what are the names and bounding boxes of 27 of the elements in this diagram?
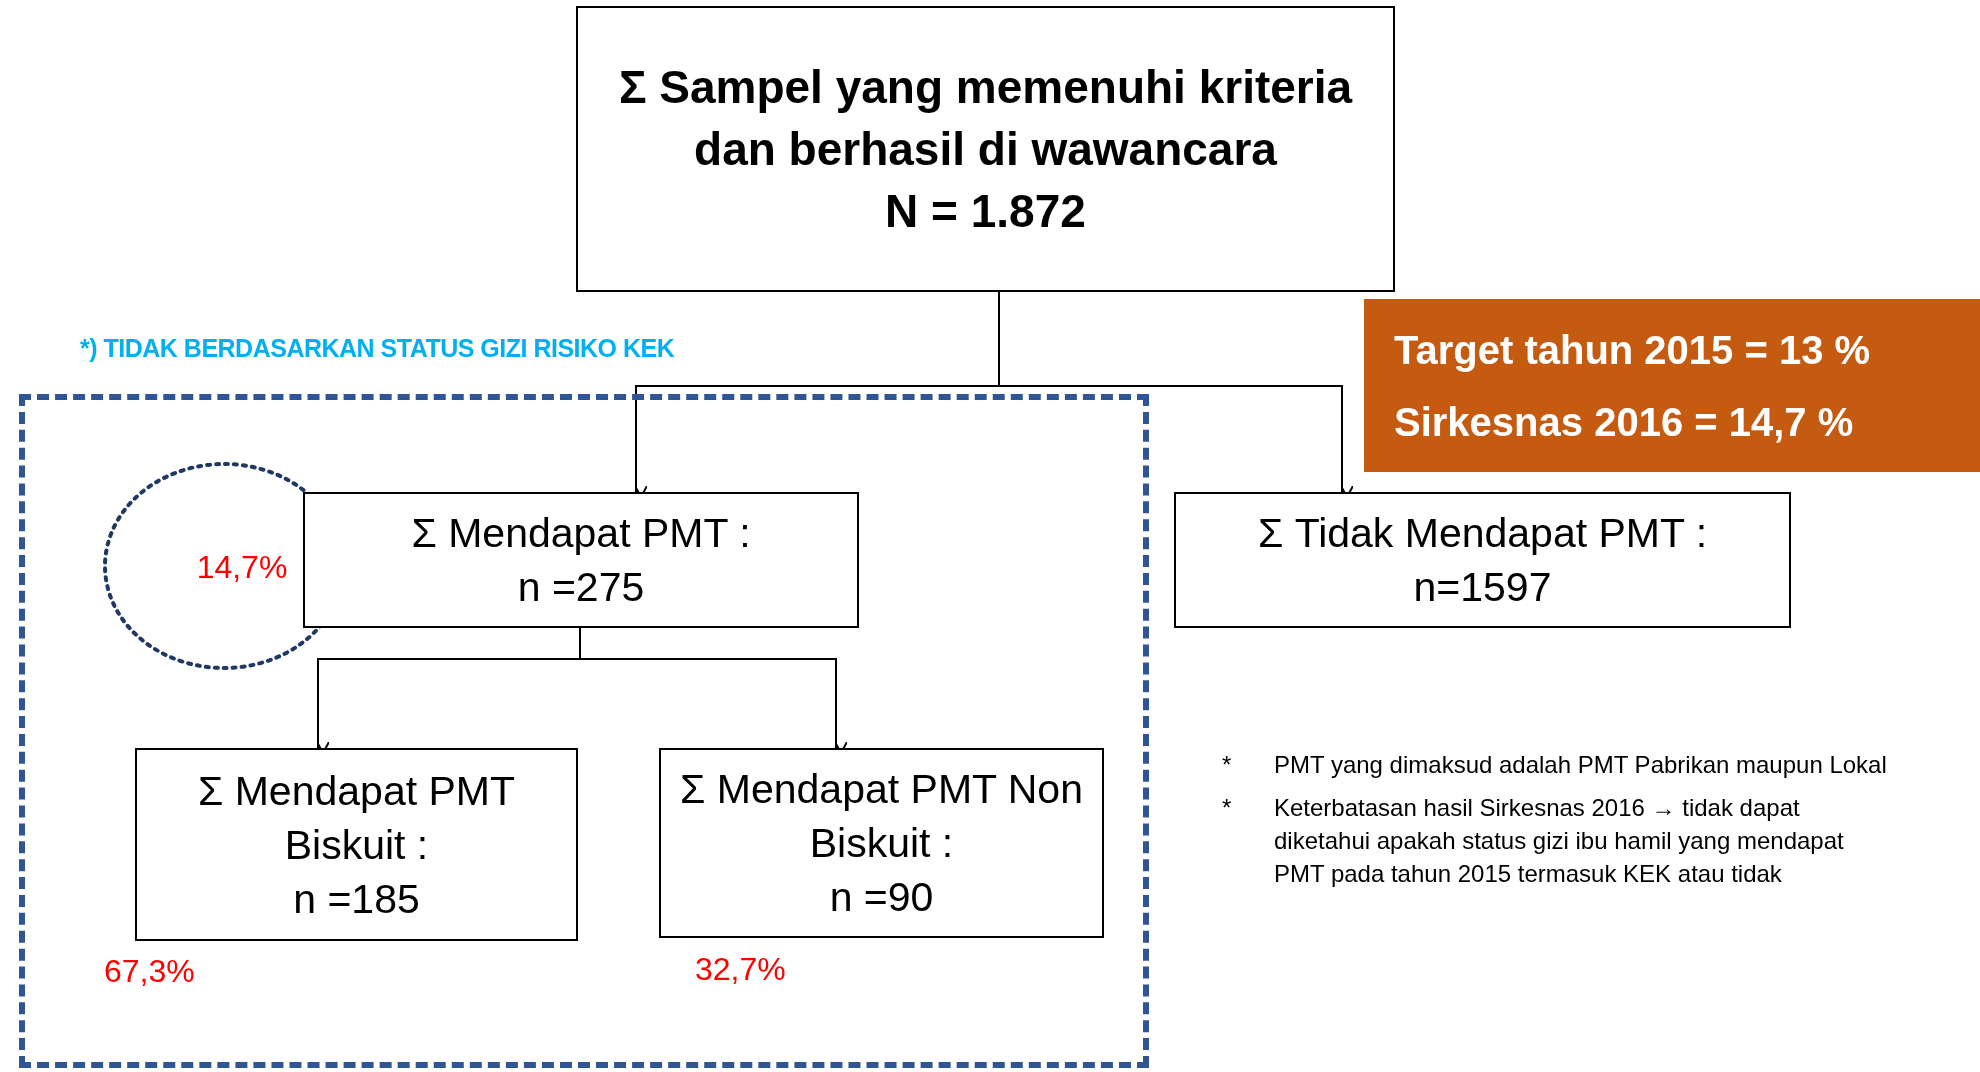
box-text: Σ Mendapat PMT : (411, 509, 751, 558)
box-text: n =185 (293, 874, 420, 924)
target-box (1364, 299, 1980, 472)
percentage-text: 32,7% (695, 950, 786, 988)
box-text: Σ Sampel yang memenuhi kriteria dan berhasil di wawancara (617, 60, 1354, 177)
percentage-text: 14,7% (196, 548, 288, 587)
bullet-mark: * (1222, 793, 1233, 823)
bullet-mark: * (1222, 750, 1233, 780)
note-text: *) TIDAK BERDASARKAN STATUS GIZI RISIKO KEK (80, 333, 675, 364)
box-text: N = 1.872 (885, 184, 1086, 239)
box-text: Σ Mendapat PMT Biskuit : (197, 766, 516, 870)
process-box (1174, 492, 1791, 628)
target-text: Target tahun 2015 = 13 % (1394, 326, 1872, 373)
percentage-text: 67,3% (104, 952, 195, 990)
footnote-text: PMT yang dimaksud adalah PMT Pabrikan maupun Lokal (1274, 750, 1888, 780)
process-box (659, 748, 1104, 938)
box-text: Σ Mendapat PMT Non Biskuit : (679, 765, 1084, 868)
process-box (576, 6, 1395, 292)
dashed-region (19, 394, 1149, 1068)
box-text: n=1597 (1413, 563, 1552, 612)
target-text: Sirkesnas 2016 = 14,7 % (1394, 398, 1855, 445)
box-text: Σ Tidak Mendapat PMT : (1257, 509, 1708, 558)
process-box (135, 748, 578, 941)
process-box (303, 492, 859, 628)
box-text: n =275 (517, 563, 645, 612)
box-text: n =90 (829, 873, 934, 922)
footnote-text: Keterbatasan hasil Sirkesnas 2016 → tidak dapat diketahui apakah status gizi ibu hamil yang mendapat PMT pada tahun 2015 termasuk KEK atau tidak (1274, 793, 1845, 889)
